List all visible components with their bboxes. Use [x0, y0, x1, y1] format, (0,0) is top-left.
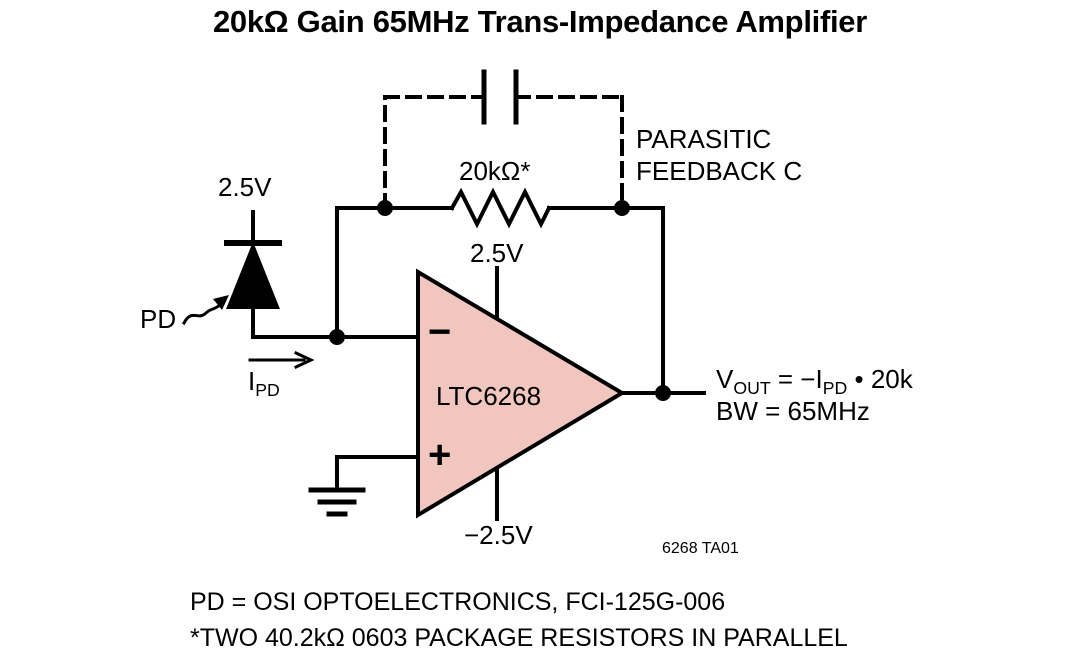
vout-symbol: V — [716, 364, 734, 394]
feedback-resistor-label: 20kΩ* — [459, 156, 531, 186]
ipd-arrow-head — [294, 351, 315, 369]
vout-equals: = −I — [770, 364, 823, 394]
inverting-input-sign: − — [428, 310, 452, 354]
parasitic-label-line1: PARASITIC — [636, 124, 772, 154]
junction-dot-feedback-left — [377, 200, 393, 216]
current-symbol: I — [248, 366, 256, 396]
current-subscript: PD — [255, 380, 280, 401]
opamp-name-label: LTC6268 — [436, 381, 542, 411]
parasitic-label-line2: FEEDBACK C — [636, 156, 803, 186]
ipd-subscript: PD — [822, 378, 848, 399]
junction-dot-feedback-right — [614, 200, 630, 216]
photodiode-current-label: IPD — [248, 366, 280, 401]
opamp-triangle — [416, 268, 626, 519]
photodiode-label: PD — [140, 304, 177, 334]
photodiode-symbol — [226, 241, 280, 309]
pd-light-arrow — [181, 301, 224, 326]
feedback-resistor-symbol — [449, 187, 552, 229]
junction-dot-input — [329, 329, 345, 345]
output-equation-label: VOUT = −IPD • 20k — [716, 364, 913, 399]
note-photodiode-part: PD = OSI OPTOELECTRONICS, FCI-125G-006 — [190, 588, 726, 616]
note-resistor-detail: *TWO 40.2kΩ 0603 PACKAGE RESISTORS IN PA… — [190, 624, 848, 652]
pd-light-arrow-head — [213, 295, 229, 310]
bandwidth-label: BW = 65MHz — [716, 396, 870, 426]
junction-dot-output — [655, 385, 671, 401]
figure-id-label: 6268 TA01 — [662, 540, 739, 557]
opamp-negative-supply-label: −2.5V — [464, 520, 533, 550]
opamp-positive-supply-label: 2.5V — [470, 238, 524, 268]
figure-title: 20kΩ Gain 65MHz Trans-Impedance Amplifie… — [212, 4, 867, 39]
vout-gain: • 20k — [847, 364, 913, 394]
photodiode-supply-label: 2.5V — [218, 172, 272, 202]
noninverting-input-sign: + — [428, 433, 452, 477]
vout-subscript: OUT — [733, 378, 771, 399]
